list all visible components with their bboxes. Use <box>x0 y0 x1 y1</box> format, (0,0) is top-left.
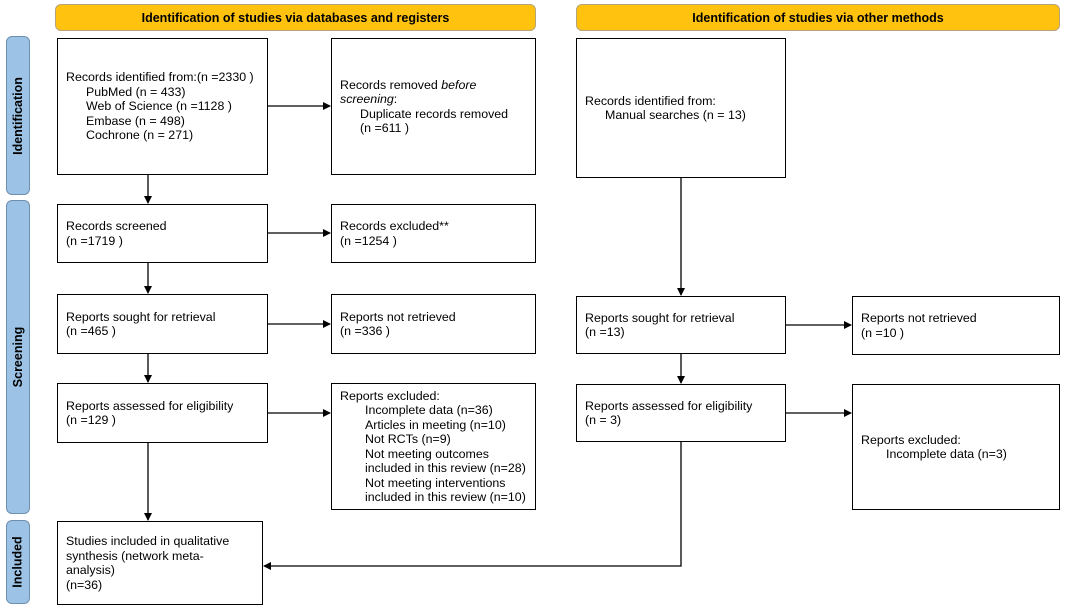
other-reports-assessed-box: Reports assessed for eligibility (n = 3) <box>576 384 786 442</box>
records-excluded-label: Records excluded** <box>340 219 449 233</box>
records-identified-total: Records identified from:(n =2330 ) <box>66 70 254 85</box>
other-not-retrieved-count: (n =10 ) <box>861 325 905 340</box>
excluded-interventions-line2: included in this review (n=10) <box>365 490 526 504</box>
records-excluded-box: Records excluded** (n =1254 ) <box>331 204 536 263</box>
other-reports-not-retrieved-box: Reports not retrieved (n =10 ) <box>852 296 1060 355</box>
phase-identification: Identification <box>6 36 30 195</box>
records-web-of-science: Web of Science (n =1128 ) <box>86 99 232 114</box>
records-cochrone: Cochrone (n = 271) <box>86 128 194 143</box>
records-screened-count: (n =1719 ) <box>66 233 123 248</box>
other-not-retrieved-label: Reports not retrieved <box>861 311 977 325</box>
excluded-articles-in-meeting: Articles in meeting (n=10) <box>365 417 506 432</box>
other-reports-sought-label: Reports sought for retrieval <box>585 310 735 325</box>
phase-included: Included <box>6 520 30 604</box>
studies-included-line2: synthesis (network meta- <box>66 548 204 563</box>
records-screened-box: Records screened (n =1719 ) <box>57 204 268 263</box>
studies-included-line3: analysis) <box>66 563 115 577</box>
duplicates-removed-label: Duplicate records removed <box>360 106 509 121</box>
reports-not-retrieved-count: (n =336 ) <box>340 324 390 338</box>
excluded-interventions-line1: Not meeting interventions <box>365 475 506 490</box>
records-excluded-count: (n =1254 ) <box>340 233 397 248</box>
other-records-identified-box: Records identified from: Manual searches… <box>576 38 786 178</box>
records-removed-title: Records removed before <box>340 77 477 92</box>
excluded-not-rcts: Not RCTs (n=9) <box>365 432 451 446</box>
other-reports-excluded-box: Reports excluded: Incomplete data (n=3) <box>852 384 1060 510</box>
header-databases: Identification of studies via databases … <box>55 4 536 31</box>
studies-included-line1: Studies included in qualitative <box>66 534 230 548</box>
reports-excluded-title: Reports excluded: <box>340 388 440 403</box>
other-assessed-count: (n = 3) <box>585 413 622 427</box>
records-screened-label: Records screened <box>66 219 167 233</box>
other-excluded-title: Reports excluded: <box>861 432 961 447</box>
studies-included-count: (n=36) <box>66 577 103 592</box>
reports-sought-count: (n =465 ) <box>66 324 116 338</box>
reports-excluded-box: Reports excluded: Incomplete data (n=36)… <box>331 383 536 510</box>
arrow-other-to-included <box>263 442 682 570</box>
records-pubmed: PubMed (n = 433) <box>86 84 186 99</box>
other-assessed-label: Reports assessed for eligibility <box>585 398 753 413</box>
header-other-label: Identification of studies via other meth… <box>692 10 944 25</box>
other-reports-sought-count: (n =13) <box>585 325 625 339</box>
reports-sought-label: Reports sought for retrieval <box>66 309 216 324</box>
records-removed-box: Records removed before screening: Duplic… <box>331 38 536 175</box>
records-embase: Embase (n = 498) <box>86 113 185 128</box>
reports-sought-box: Reports sought for retrieval (n =465 ) <box>57 294 268 354</box>
header-databases-label: Identification of studies via databases … <box>141 10 450 25</box>
other-records-identified-label: Records identified from: <box>585 93 716 108</box>
reports-assessed-label: Reports assessed for eligibility <box>66 398 234 413</box>
excluded-incomplete-data: Incomplete data (n=36) <box>365 403 493 417</box>
duplicates-removed-count: (n =611 ) <box>360 121 410 135</box>
other-excluded-incomplete: Incomplete data (n=3) <box>886 447 1007 461</box>
studies-included-box: Studies included in qualitative synthesi… <box>57 521 263 605</box>
header-other-methods: Identification of studies via other meth… <box>576 4 1060 31</box>
other-reports-sought-box: Reports sought for retrieval (n =13) <box>576 296 786 354</box>
reports-assessed-box: Reports assessed for eligibility (n =129… <box>57 383 268 443</box>
records-removed-subtitle: screening: <box>340 92 398 106</box>
phase-screening: Screening <box>6 200 30 514</box>
excluded-outcomes-line1: Not meeting outcomes <box>365 446 489 461</box>
reports-not-retrieved-label: Reports not retrieved <box>340 309 456 324</box>
records-identified-box: Records identified from:(n =2330 ) PubMe… <box>57 38 268 175</box>
manual-searches-count: Manual searches (n = 13) <box>605 108 746 122</box>
reports-not-retrieved-box: Reports not retrieved (n =336 ) <box>331 294 536 354</box>
reports-assessed-count: (n =129 ) <box>66 413 116 427</box>
excluded-outcomes-line2: included in this review (n=28) <box>365 461 526 475</box>
